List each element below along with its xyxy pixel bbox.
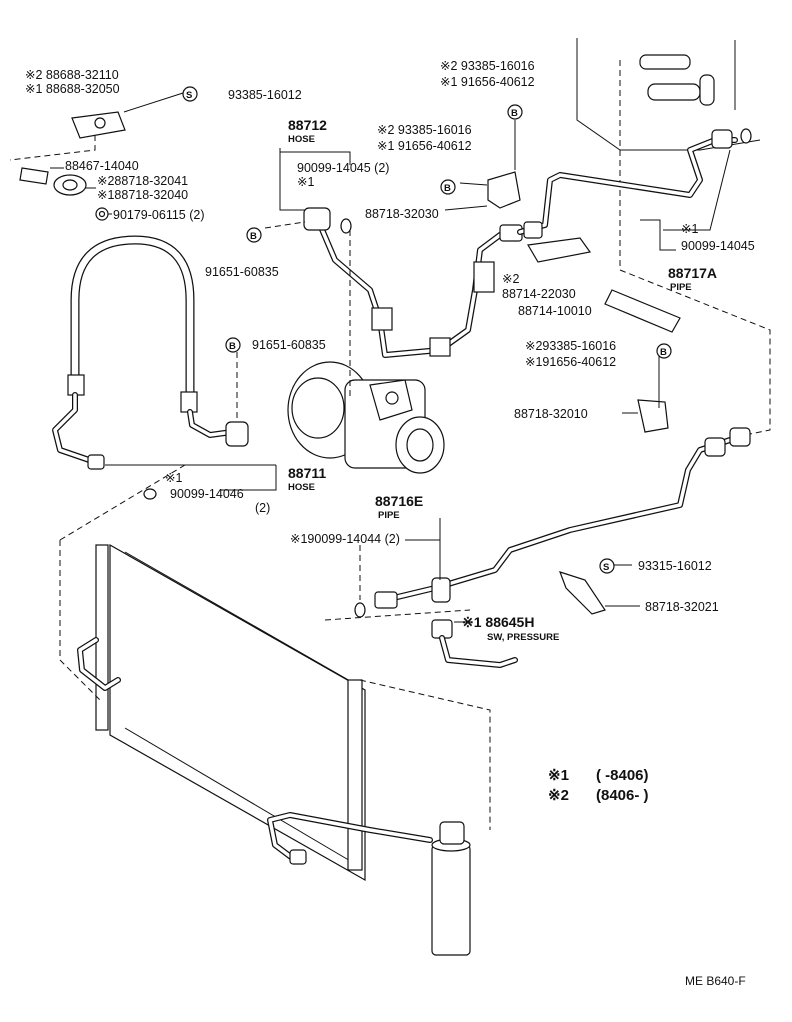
reference-code: ME B640-F — [685, 974, 746, 988]
label-93315-16012: 93315-16012 — [638, 559, 712, 573]
label-88714-22030: 88714-22030 — [502, 287, 576, 301]
label-88712-hose: HOSE — [288, 134, 315, 145]
label-88467-14040: 88467-14040 — [65, 159, 139, 173]
marker-b-5: B — [656, 343, 672, 359]
hose-88712 — [303, 207, 523, 358]
label-88718-32030: 88718-32030 — [365, 207, 439, 221]
legend-1-range: ( -8406) — [596, 767, 649, 784]
label-88712: 88712 — [288, 117, 327, 133]
label-93385-16012: 93385-16012 — [228, 88, 302, 102]
label-88711: 88711 — [288, 465, 326, 481]
svg-text:B: B — [229, 341, 236, 352]
label-90099-14045-2: 90099-14045 (2) — [297, 161, 389, 175]
legend-2-mark: ※2 — [548, 787, 569, 804]
label-88718-32021: 88718-32021 — [645, 600, 719, 614]
label-91656-40612-a: ※1 91656-40612 — [440, 75, 535, 89]
marker-b-1: B — [507, 104, 523, 120]
label-88716E: 88716E — [375, 493, 423, 509]
receiver-drier — [431, 821, 471, 956]
bracket-88718-32021 — [559, 571, 606, 615]
marker-b-2: B — [440, 179, 456, 195]
label-91656-40612-c: ※191656-40612 — [525, 355, 616, 369]
marker-b-3: B — [246, 227, 262, 243]
svg-text:B: B — [250, 231, 257, 242]
label-88717A: 88717A — [668, 265, 717, 281]
label-88714-22030-star: ※2 — [502, 272, 519, 286]
clamp-88718-32030 — [487, 171, 521, 209]
label-90099-14046-star: ※1 — [165, 471, 182, 485]
label-93385-16016-a: ※2 93385-16016 — [440, 59, 535, 73]
legend-2-range: (8406- ) — [596, 787, 649, 804]
label-90099-14044: ※190099-14044 (2) — [290, 532, 400, 546]
label-88718-32040: ※188718-32040 — [97, 188, 188, 202]
label-91656-40612-b: ※1 91656-40612 — [377, 139, 472, 153]
leader-lines — [9, 92, 731, 623]
label-88645H: ※1 88645H — [462, 614, 534, 630]
pipe-88717A — [517, 129, 738, 239]
label-88711-hose: HOSE — [288, 482, 315, 493]
label-93385-16016-c: ※293385-16016 — [525, 339, 616, 353]
svg-text:S: S — [186, 90, 192, 101]
svg-text:B: B — [511, 108, 518, 119]
compressor — [287, 361, 445, 474]
svg-text:S: S — [603, 562, 609, 573]
legend-1-mark: ※1 — [548, 767, 569, 784]
marker-s-1: S — [182, 86, 198, 102]
condenser — [59, 464, 491, 882]
part-88467 — [19, 167, 49, 185]
marker-s-2: S — [599, 558, 615, 574]
label-90099-14045-star: ※1 — [297, 175, 314, 189]
clamp-88718-32010 — [637, 399, 669, 433]
svg-text:B: B — [444, 183, 451, 194]
hose-88711 — [52, 235, 249, 470]
engine-outline — [576, 38, 771, 436]
label-88717A-pipe: PIPE — [670, 282, 692, 293]
marker-b-4: B — [225, 337, 241, 353]
label-88688-32050: ※1 88688-32050 — [25, 82, 120, 96]
pressure-switch — [324, 609, 518, 668]
label-88688-32110: ※2 88688-32110 — [25, 68, 119, 82]
pipe-88716E — [374, 427, 751, 609]
label-88718-32041: ※288718-32041 — [97, 174, 188, 188]
label-90099-14045-b: 90099-14045 — [681, 239, 755, 253]
label-90099-14046: 90099-14046 — [170, 487, 244, 501]
label-88716E-pipe: PIPE — [378, 510, 400, 521]
label-90179-06115: 90179-06115 (2) — [113, 208, 205, 222]
svg-text:B: B — [660, 347, 667, 358]
label-90099-14045-b-star: ※1 — [681, 222, 698, 236]
label-91651-60835-b: 91651-60835 — [252, 338, 326, 352]
label-90099-14046-qty: (2) — [255, 501, 270, 515]
hose-88714-22030 — [527, 237, 592, 263]
o-rings — [143, 128, 752, 618]
legend: ※1 ( -8406) ※2 (8406- ) — [548, 767, 649, 804]
clamp-88718-32041 — [53, 174, 87, 196]
label-88714-10010: 88714-10010 — [518, 304, 592, 318]
hose-88714-10010 — [604, 289, 681, 333]
label-91651-60835-a: 91651-60835 — [205, 265, 279, 279]
label-88718-32010: 88718-32010 — [514, 407, 588, 421]
label-93385-16016-b: ※2 93385-16016 — [377, 123, 472, 137]
bracket-88688 — [71, 111, 126, 139]
nut-90179 — [95, 207, 109, 221]
label-88645H-sub: SW, PRESSURE — [487, 632, 559, 643]
